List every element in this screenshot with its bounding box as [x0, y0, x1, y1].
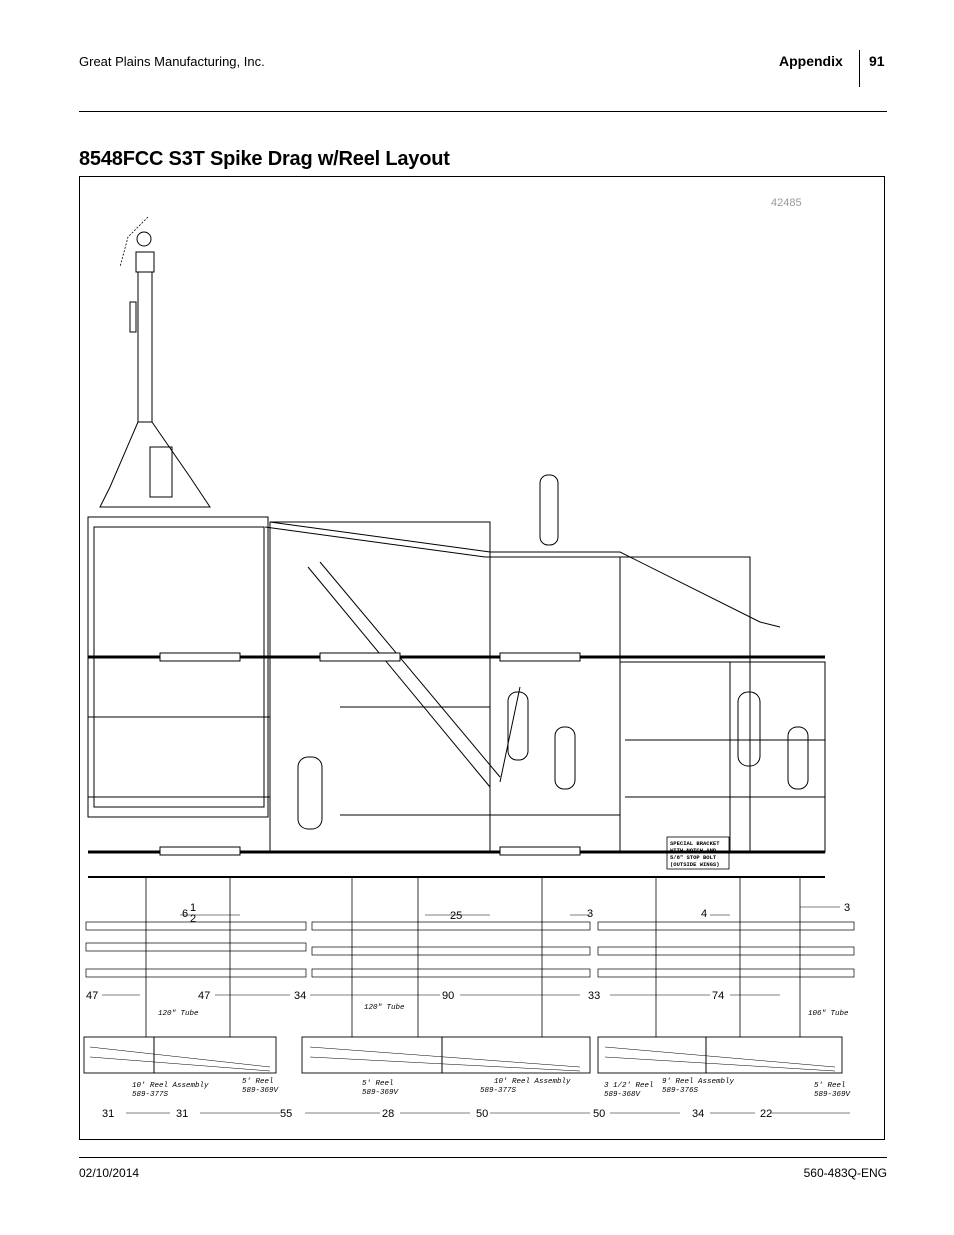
tube-label-3: 106" Tube — [808, 1010, 849, 1018]
reel-label-2a: 5' Reel — [242, 1078, 274, 1086]
tube-label-1: 120" Tube — [158, 1010, 199, 1018]
company-name: Great Plains Manufacturing, Inc. — [79, 54, 265, 69]
dim-bottom-5: 50 — [476, 1108, 488, 1120]
footer-doc-number: 560-483Q-ENG — [803, 1166, 887, 1180]
dim-bottom-8: 22 — [760, 1108, 772, 1120]
dim-upper-1: 6 — [182, 908, 188, 920]
bracket-line-1: SPECIAL BRACKET — [670, 840, 720, 847]
header-separator — [859, 50, 860, 87]
dim-mid-5: 33 — [588, 990, 600, 1002]
dim-bottom-1: 31 — [102, 1108, 114, 1120]
footer-rule — [79, 1157, 887, 1158]
bracket-line-2: WITH NOTCH AND — [670, 847, 717, 854]
dim-bottom-7: 34 — [692, 1108, 704, 1120]
dim-mid-2: 47 — [198, 990, 210, 1002]
dim-upper-5: 3 — [844, 902, 850, 914]
reel-label-3a: 5' Reel — [362, 1080, 394, 1088]
dim-bottom-4: 28 — [382, 1108, 394, 1120]
dim-mid-4: 90 — [442, 990, 454, 1002]
tube-label-2: 120" Tube — [364, 1004, 405, 1012]
reel-label-6a: 9' Reel Assembly — [662, 1078, 735, 1086]
reel-label-5a: 3 1/2' Reel — [604, 1082, 654, 1090]
dim-mid-3: 34 — [294, 990, 306, 1002]
reel-label-4a: 10' Reel Assembly — [494, 1078, 571, 1086]
section-label: Appendix — [779, 53, 843, 69]
figure-number: 42485 — [771, 197, 802, 209]
dim-upper-2: 25 — [450, 910, 462, 922]
dim-upper-4: 4 — [701, 908, 707, 920]
reel-label-5b: 589-368V — [604, 1091, 642, 1099]
layout-drawing: 6 25 3 4 3 47 47 34 90 33 74 120" Tube 1… — [83, 216, 855, 1120]
dim-mid-6: 74 — [712, 990, 724, 1002]
dim-bottom-2: 31 — [176, 1108, 188, 1120]
reel-label-1b: 589-377S — [132, 1091, 169, 1099]
figure-frame — [79, 176, 885, 1140]
dim-mid-1: 47 — [86, 990, 98, 1002]
page-title: 8548FCC S3T Spike Drag w/Reel Layout — [79, 148, 450, 170]
reel-label-1a: 10' Reel Assembly — [132, 1082, 209, 1090]
dim-bottom-6: 50 — [593, 1108, 605, 1120]
reel-label-7a: 5' Reel — [814, 1082, 846, 1090]
dim-upper-3: 3 — [587, 908, 593, 920]
reel-label-2b: 589-369V — [242, 1087, 280, 1095]
dim-bottom-3: 55 — [280, 1108, 292, 1120]
bracket-line-4: (OUTSIDE WINGS) — [670, 861, 720, 868]
reel-label-4b: 589-377S — [480, 1087, 517, 1095]
footer-date: 02/10/2014 — [79, 1166, 140, 1180]
reel-label-6b: 589-376S — [662, 1087, 699, 1095]
header-rule — [79, 111, 887, 112]
frac-den-1: 2 — [190, 913, 196, 925]
page-number: 91 — [869, 53, 885, 69]
reel-label-3b: 589-369V — [362, 1089, 400, 1097]
reel-label-7b: 589-369V — [814, 1091, 852, 1099]
bracket-line-3: 5/8" STOP BOLT — [670, 854, 717, 861]
frac-num-1: 1 — [190, 902, 196, 914]
